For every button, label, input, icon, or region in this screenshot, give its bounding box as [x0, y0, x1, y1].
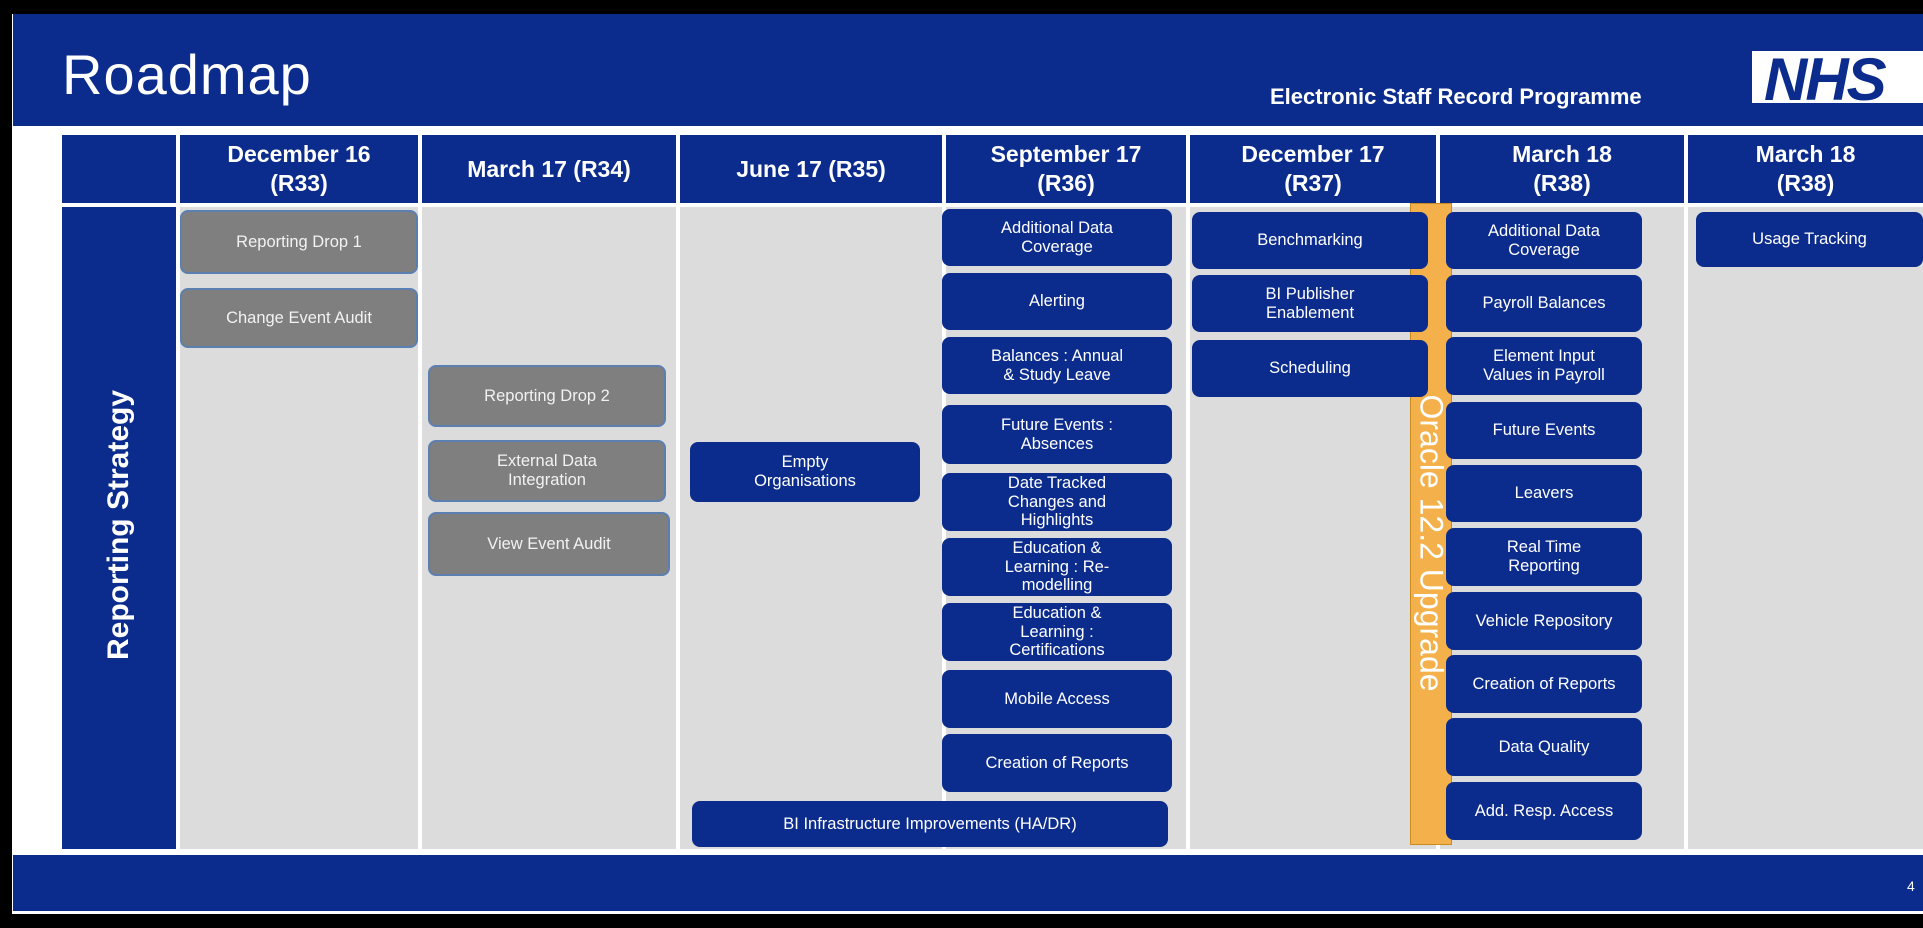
item-real-time-reporting: Real Time Reporting — [1446, 528, 1642, 586]
column-header-dec17: December 17 (R37) — [1190, 135, 1436, 203]
item-balances-annual-study-leave: Balances : Annual & Study Leave — [942, 337, 1172, 394]
item-future-events-absences: Future Events : Absences — [942, 405, 1172, 464]
item-scheduling: Scheduling — [1192, 340, 1428, 397]
item-additional-data-coverage-r36: Additional Data Coverage — [942, 209, 1172, 266]
column-header-jun17: June 17 (R35) — [680, 135, 942, 203]
oracle-upgrade-label: Oracle 12.2 Upgrade — [1413, 394, 1450, 692]
column-bg-jun17 — [680, 207, 942, 849]
column-header-sep17: September 17 (R36) — [946, 135, 1186, 203]
item-reporting-drop-2: Reporting Drop 2 — [428, 365, 666, 427]
item-education-remodelling: Education & Learning : Re- modelling — [942, 538, 1172, 596]
nhs-logo-text: NHS — [1764, 51, 1887, 103]
page-title: Roadmap — [62, 43, 312, 106]
item-reporting-drop-1: Reporting Drop 1 — [180, 210, 418, 274]
column-bg-mar18b — [1688, 207, 1923, 849]
item-change-event-audit: Change Event Audit — [180, 288, 418, 348]
title-bar — [13, 14, 1923, 126]
item-element-input-values: Element Input Values in Payroll — [1446, 337, 1642, 395]
item-data-quality: Data Quality — [1446, 718, 1642, 776]
item-additional-data-coverage-r38: Additional Data Coverage — [1446, 212, 1642, 269]
item-creation-of-reports-r38: Creation of Reports — [1446, 655, 1642, 713]
item-future-events: Future Events — [1446, 402, 1642, 459]
item-mobile-access: Mobile Access — [942, 670, 1172, 728]
item-bi-infrastructure-improvements: BI Infrastructure Improvements (HA/DR) — [692, 801, 1168, 847]
item-leavers: Leavers — [1446, 465, 1642, 522]
column-header-mar18b: March 18 (R38) — [1688, 135, 1923, 203]
nhs-logo: NHS — [1752, 51, 1923, 103]
item-add-resp-access: Add. Resp. Access — [1446, 782, 1642, 840]
item-usage-tracking: Usage Tracking — [1696, 212, 1923, 267]
footer-bar — [13, 855, 1923, 911]
item-date-tracked-changes: Date Tracked Changes and Highlights — [942, 473, 1172, 531]
item-external-data-integration: External Data Integration — [428, 440, 666, 502]
item-education-certifications: Education & Learning : Certifications — [942, 603, 1172, 661]
item-bi-publisher-enablement: BI Publisher Enablement — [1192, 275, 1428, 332]
item-creation-of-reports-r36: Creation of Reports — [942, 734, 1172, 792]
page-number: 4 — [1907, 878, 1915, 894]
programme-name: Electronic Staff Record Programme — [1270, 84, 1642, 109]
item-view-event-audit: View Event Audit — [428, 512, 670, 576]
column-header-mar18: March 18 (R38) — [1440, 135, 1684, 203]
side-label: Reporting Strategy — [102, 389, 135, 661]
item-vehicle-repository: Vehicle Repository — [1446, 592, 1642, 650]
item-empty-organisations: Empty Organisations — [690, 442, 920, 502]
item-alerting: Alerting — [942, 273, 1172, 330]
header-corner — [62, 135, 176, 203]
column-header-dec16: December 16 (R33) — [180, 135, 418, 203]
item-benchmarking: Benchmarking — [1192, 212, 1428, 269]
item-payroll-balances: Payroll Balances — [1446, 275, 1642, 332]
side-label-bar — [62, 207, 176, 849]
column-header-mar17: March 17 (R34) — [422, 135, 676, 203]
